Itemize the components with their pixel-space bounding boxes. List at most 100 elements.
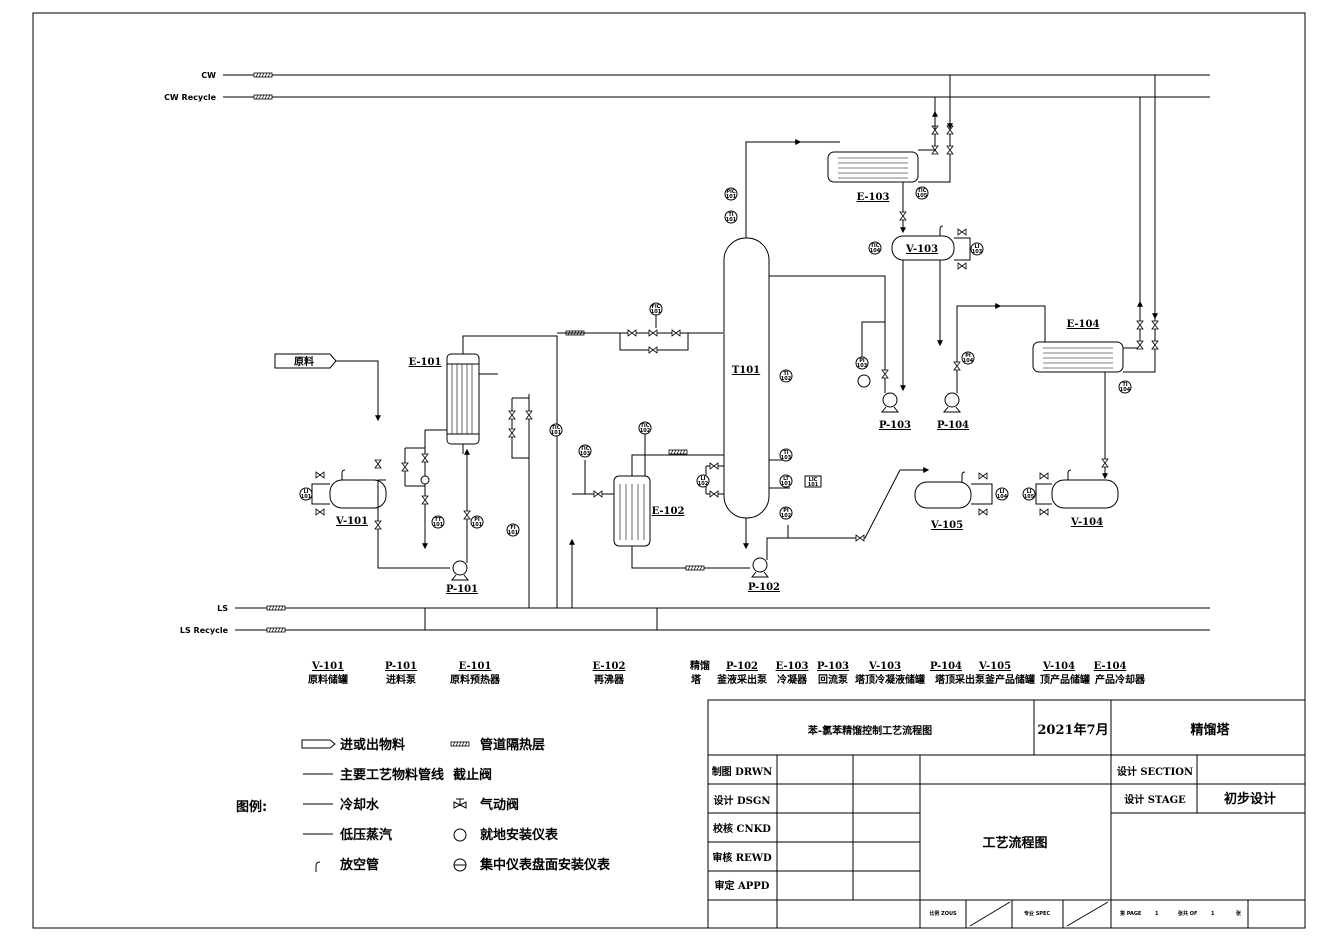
- svg-text:比例 ZOUS: 比例 ZOUS: [929, 910, 957, 917]
- feed-inlet: 原料: [274, 353, 381, 422]
- steam-risers: [424, 608, 658, 630]
- svg-text:苯-氯苯精馏控制工艺流程图: 苯-氯苯精馏控制工艺流程图: [807, 724, 932, 737]
- svg-text:第 PAGE: 第 PAGE: [1120, 910, 1142, 917]
- legend: 图例: 进或出物料 管道隔热层 主要工艺物料管线 截止阀 冷却水 气动阀 低压蒸…: [236, 737, 611, 873]
- svg-text:T101: T101: [732, 365, 760, 376]
- svg-text:精馏塔: 精馏塔: [1190, 722, 1230, 738]
- svg-text:105: 105: [1024, 494, 1035, 500]
- svg-text:工艺流程图: 工艺流程图: [982, 835, 1047, 851]
- svg-text:P-103: P-103: [879, 420, 911, 431]
- svg-text:P-103: P-103: [817, 661, 849, 672]
- svg-text:P-104: P-104: [930, 661, 962, 672]
- svg-text:PI: PI: [474, 517, 480, 523]
- svg-text:2021年7月: 2021年7月: [1037, 722, 1108, 738]
- svg-text:塔顶冷凝液储罐: 塔顶冷凝液储罐: [855, 673, 925, 686]
- vessel-v105: V-105: [914, 471, 1009, 531]
- svg-text:LI: LI: [1026, 489, 1031, 495]
- svg-text:截止阀: 截止阀: [453, 767, 492, 783]
- svg-text:E-101: E-101: [459, 661, 492, 672]
- svg-text:104: 104: [997, 494, 1008, 500]
- svg-text:初步设计: 初步设计: [1224, 791, 1276, 807]
- svg-text:TI: TI: [728, 212, 733, 218]
- svg-text:进或出物料: 进或出物料: [340, 737, 405, 753]
- svg-text:设计 DSGN: 设计 DSGN: [713, 794, 770, 807]
- svg-text:E-103: E-103: [776, 661, 809, 672]
- svg-text:LT: LT: [783, 476, 789, 482]
- ls-label: LS: [217, 604, 228, 613]
- svg-text:E-102: E-102: [652, 506, 685, 517]
- equipment-list: V-101 原料储罐 P-101 进料泵 E-101 原料预热器 E-102 再…: [308, 659, 1146, 686]
- svg-text:V-101: V-101: [311, 661, 344, 672]
- svg-text:低压蒸汽: 低压蒸汽: [339, 827, 392, 843]
- svg-text:101: 101: [472, 522, 483, 528]
- vessel-v104: V-104: [1022, 469, 1119, 528]
- svg-text:放空管: 放空管: [339, 857, 379, 873]
- svg-text:FI: FI: [510, 525, 515, 531]
- svg-text:TIC: TIC: [581, 446, 590, 452]
- svg-text:PI: PI: [965, 353, 971, 359]
- svg-text:1: 1: [1155, 911, 1159, 917]
- svg-text:TIC: TIC: [871, 243, 880, 249]
- svg-text:P-104: P-104: [937, 420, 969, 431]
- instrument-labels: FIC 101 PIC 101 TI 101 TI 102 TIC 101 TI…: [301, 188, 1131, 536]
- svg-text:校核 CNKD: 校核 CNKD: [713, 822, 771, 835]
- svg-text:V-101: V-101: [335, 516, 368, 527]
- pump-p103: P-103: [855, 321, 911, 431]
- svg-text:105: 105: [917, 193, 928, 199]
- svg-text:LI: LI: [303, 489, 308, 495]
- svg-text:集中仪表盘面安装仪表: 集中仪表盘面安装仪表: [479, 857, 611, 873]
- svg-text:PIC: PIC: [726, 189, 736, 195]
- svg-text:P-101: P-101: [446, 584, 478, 595]
- cw-label: CW: [201, 71, 216, 80]
- svg-text:1: 1: [1211, 911, 1215, 917]
- svg-text:LI: LI: [700, 476, 705, 482]
- svg-text:103: 103: [857, 363, 868, 369]
- svg-text:釜产品储罐: 釜产品储罐: [984, 673, 1035, 686]
- svg-text:制图 DRWN: 制图 DRWN: [712, 765, 773, 778]
- pump-p101: P-101: [401, 430, 484, 595]
- svg-text:V-103: V-103: [905, 244, 938, 255]
- svg-text:E-101: E-101: [409, 357, 442, 368]
- svg-text:设计 STAGE: 设计 STAGE: [1124, 793, 1186, 806]
- svg-text:设计 SECTION: 设计 SECTION: [1117, 765, 1193, 778]
- svg-text:审核 REWD: 审核 REWD: [712, 851, 772, 864]
- distillation-column-t101: T101: [696, 139, 886, 550]
- pump-p102: P-102: [748, 467, 930, 593]
- svg-text:101: 101: [726, 194, 737, 200]
- svg-text:103: 103: [580, 451, 591, 457]
- svg-text:专业 SPEC: 专业 SPEC: [1024, 910, 1050, 917]
- svg-text:V-105: V-105: [930, 520, 963, 531]
- ls-recycle-label: LS Recycle: [180, 626, 229, 635]
- svg-text:回流泵: 回流泵: [818, 673, 849, 686]
- condenser-e103: E-103: [827, 75, 954, 234]
- svg-text:101: 101: [433, 522, 444, 528]
- feed-control-valve-group: [619, 302, 689, 354]
- svg-text:PI: PI: [783, 508, 789, 514]
- svg-text:TI: TI: [1122, 382, 1127, 388]
- svg-text:104: 104: [963, 358, 974, 364]
- svg-text:审定 APPD: 审定 APPD: [715, 879, 770, 892]
- svg-text:TIC: TIC: [918, 188, 927, 194]
- svg-text:102: 102: [781, 376, 792, 382]
- svg-text:冷却水: 冷却水: [340, 797, 380, 813]
- vessel-v101: V-101: [299, 459, 450, 569]
- svg-text:101: 101: [808, 482, 819, 488]
- svg-text:E-104: E-104: [1094, 661, 1127, 672]
- svg-text:V-104: V-104: [1042, 661, 1075, 672]
- svg-text:LIC: LIC: [809, 477, 818, 483]
- svg-text:E-102: E-102: [593, 661, 626, 672]
- svg-text:产品冷却器: 产品冷却器: [1095, 673, 1146, 686]
- svg-text:釜液采出泵: 釜液采出泵: [716, 673, 768, 686]
- svg-text:再沸器: 再沸器: [594, 673, 625, 686]
- svg-text:冷凝器: 冷凝器: [777, 673, 808, 686]
- svg-text:主要工艺物料管线: 主要工艺物料管线: [340, 767, 444, 783]
- svg-text:102: 102: [781, 513, 792, 519]
- utility-lines: CW CW Recycle LS LS Recycle: [164, 71, 1210, 635]
- svg-text:E-104: E-104: [1067, 319, 1100, 330]
- svg-text:V-105: V-105: [978, 661, 1011, 672]
- product-cooler-e104: E-104: [1032, 75, 1159, 480]
- svg-text:102: 102: [640, 428, 651, 434]
- legend-title: 图例:: [236, 799, 267, 815]
- svg-text:V-103: V-103: [868, 661, 901, 672]
